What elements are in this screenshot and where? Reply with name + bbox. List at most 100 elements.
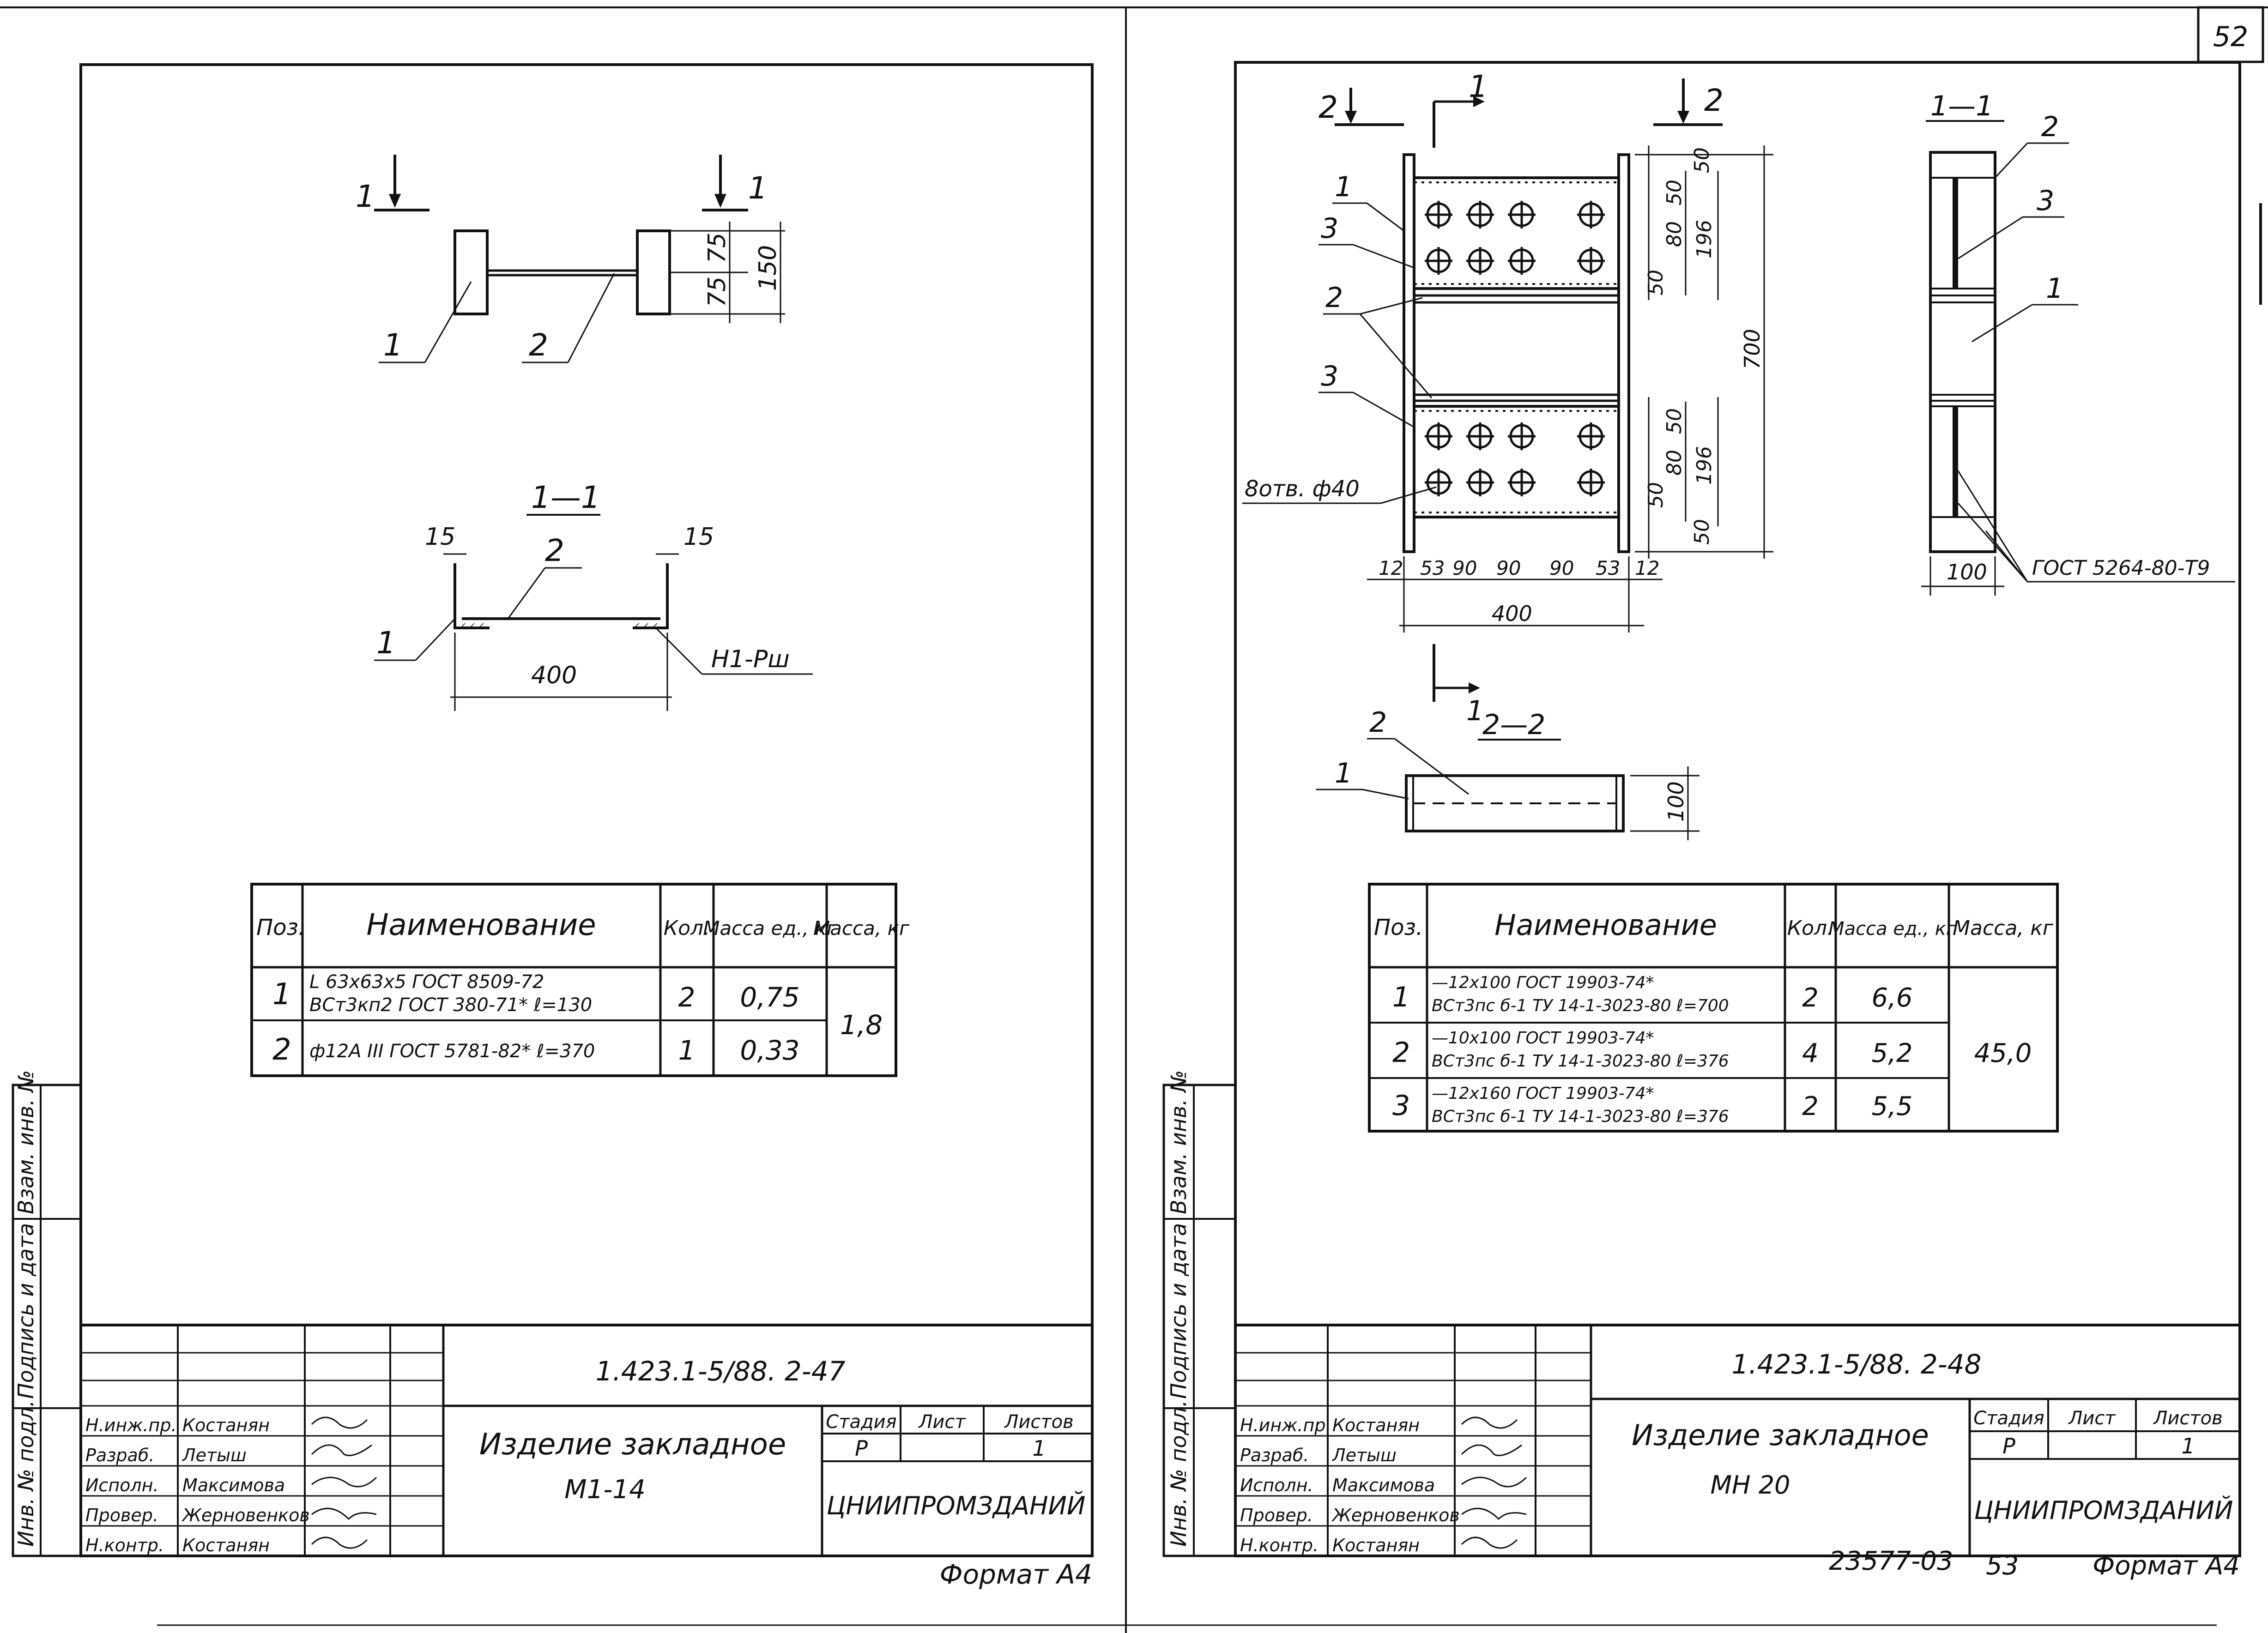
svg-text:—12х100 ГОСТ 19903-74*: —12х100 ГОСТ 19903-74* [1432, 973, 1654, 992]
spec-header-name: Наименование [366, 908, 596, 942]
plan-view: 1 1 75 75 150 1 2 [356, 155, 785, 363]
svg-text:80: 80 [1663, 450, 1686, 476]
svg-text:1—1: 1—1 [531, 480, 600, 515]
svg-text:196: 196 [1693, 446, 1716, 485]
svg-text:Исполн.: Исполн. [1240, 1475, 1313, 1495]
svg-text:2: 2 [1802, 983, 1819, 1013]
spec-table-right: Поз. Наименование Кол. Масса ед., кг Мас… [1368, 883, 2059, 1133]
svg-text:1: 1 [1032, 1436, 1046, 1461]
svg-text:0,75: 0,75 [740, 982, 799, 1013]
svg-text:90: 90 [1549, 557, 1574, 579]
title-left: Изделие закладное [479, 1428, 786, 1462]
svg-text:Костанян: Костанян [1332, 1535, 1420, 1555]
svg-text:Н.контр.: Н.контр. [1240, 1535, 1318, 1555]
elevation-view: 2 1 2 [1242, 69, 1773, 633]
svg-text:2: 2 [545, 533, 564, 568]
svg-text:ВСт3пс б-1 ТУ 14-1-3023-80 ℓ=3: ВСт3пс б-1 ТУ 14-1-3023-80 ℓ=376 [1432, 1052, 1729, 1071]
bolt-holes [1425, 201, 1605, 496]
svg-text:45,0: 45,0 [1974, 1038, 2032, 1068]
svg-text:Н.инж.пр.: Н.инж.пр. [85, 1415, 177, 1435]
svg-text:ГОСТ 5264-80-Т9: ГОСТ 5264-80-Т9 [2032, 556, 2210, 580]
svg-text:Листов: Листов [1004, 1411, 1073, 1433]
svg-text:Исполн.: Исполн. [85, 1475, 159, 1495]
svg-text:ВСт3пс б-1 ТУ 14-1-3023-80 ℓ=3: ВСт3пс б-1 ТУ 14-1-3023-80 ℓ=376 [1432, 1107, 1729, 1126]
svg-text:2: 2 [678, 982, 696, 1013]
svg-text:Разраб.: Разраб. [1240, 1445, 1309, 1465]
doc-code-left: 1.423.1-5/88. 2-47 [595, 1356, 845, 1387]
svg-text:50: 50 [1663, 180, 1686, 205]
svg-text:75: 75 [703, 277, 731, 307]
org-right: ЦНИИПРОМЗДАНИЙ [1974, 1496, 2233, 1525]
svg-text:1,8: 1,8 [840, 1009, 883, 1041]
section-1-1: 1—1 15 15 400 1 2 Н1-Рш [374, 480, 813, 711]
svg-text:50: 50 [1690, 519, 1714, 545]
title-block-left: 1.423.1-5/88. 2-47 Изделие закладное М1-… [81, 1324, 1092, 1590]
svg-text:Лист: Лист [2068, 1408, 2116, 1429]
svg-text:3: 3 [1392, 1090, 1410, 1122]
svg-text:2: 2 [1369, 706, 1387, 739]
svg-text:Н.контр.: Н.контр. [85, 1535, 164, 1555]
svg-text:6,6: 6,6 [1871, 983, 1912, 1013]
svg-text:53: 53 [1420, 557, 1445, 579]
title-right: Изделие закладное [1632, 1418, 1929, 1452]
svg-text:Кол.: Кол. [1787, 916, 1833, 940]
svg-text:1: 1 [678, 1035, 696, 1066]
svg-text:ф12А III ГОСТ 5781-82* ℓ=370: ф12А III ГОСТ 5781-82* ℓ=370 [309, 1041, 595, 1062]
svg-text:2—2: 2—2 [1482, 709, 1545, 741]
svg-text:ВСт3пс б-1 ТУ 14-1-3023-80 ℓ=7: ВСт3пс б-1 ТУ 14-1-3023-80 ℓ=700 [1432, 996, 1729, 1015]
svg-text:196: 196 [1693, 220, 1716, 259]
svg-text:100: 100 [1663, 781, 1688, 822]
svg-text:400: 400 [531, 662, 577, 689]
mark-left: М1-14 [564, 1475, 645, 1505]
svg-text:Костанян: Костанян [182, 1415, 270, 1435]
svg-text:Р: Р [2002, 1434, 2015, 1458]
svg-text:400: 400 [1492, 601, 1532, 626]
svg-text:50: 50 [1644, 482, 1668, 508]
side-label-replace: Взам. инв. № [13, 1070, 38, 1214]
svg-text:—10х100 ГОСТ 19903-74*: —10х100 ГОСТ 19903-74* [1432, 1029, 1654, 1048]
svg-text:1: 1 [2181, 1434, 2195, 1458]
svg-text:50: 50 [1690, 147, 1714, 173]
svg-text:150: 150 [754, 245, 782, 291]
svg-text:1: 1 [1335, 171, 1352, 203]
svg-text:—12х160 ГОСТ 19903-74*: —12х160 ГОСТ 19903-74* [1432, 1084, 1654, 1103]
svg-text:2: 2 [2041, 111, 2059, 143]
svg-text:2: 2 [1325, 282, 1343, 314]
mark-right: МН 20 [1710, 1470, 1790, 1500]
svg-text:Костанян: Костанян [182, 1535, 270, 1555]
svg-text:1: 1 [356, 179, 375, 214]
svg-text:Летыш: Летыш [1331, 1445, 1397, 1465]
svg-text:Масса, кг: Масса, кг [1953, 916, 2054, 940]
svg-text:2: 2 [529, 327, 548, 363]
svg-text:Жерновенков: Жерновенков [1331, 1505, 1460, 1525]
section-2-2: 1 2—2 100 2 1 [1316, 644, 1699, 840]
title-block-right: 1.423.1-5/88. 2-48 Изделие закладное МН … [1235, 1324, 2240, 1581]
spec-header-unit: Масса ед., кг [703, 917, 837, 940]
svg-text:0,33: 0,33 [740, 1035, 799, 1066]
svg-text:1: 1 [2046, 272, 2063, 305]
svg-text:L 63х63х5 ГОСТ 8509-72: L 63х63х5 ГОСТ 8509-72 [309, 971, 544, 993]
bottom-code: 23577-03 [1829, 1546, 1954, 1576]
svg-text:Листов: Листов [2153, 1408, 2222, 1429]
bottom-page: 53 [1986, 1551, 2019, 1581]
svg-text:Костанян: Костанян [1332, 1415, 1420, 1435]
svg-text:Подпись и дата: Подпись и дата [1166, 1223, 1191, 1399]
svg-text:1: 1 [272, 977, 291, 1012]
section-1-1-right: 1—1 100 2 3 1 [1921, 90, 2235, 596]
svg-text:100: 100 [1947, 560, 1987, 585]
svg-text:3: 3 [2037, 185, 2054, 217]
svg-text:Провер.: Провер. [1240, 1505, 1313, 1525]
svg-text:2: 2 [1392, 1036, 1410, 1069]
svg-text:50: 50 [1644, 270, 1668, 295]
spec-table-left: Поз. Наименование Кол. Масса ед., кг Мас… [250, 883, 910, 1077]
format-right: Формат А4 [2093, 1551, 2240, 1581]
svg-text:Максимова: Максимова [182, 1475, 285, 1495]
svg-text:2: 2 [272, 1033, 291, 1067]
side-label-sign: Подпись и дата [13, 1223, 38, 1399]
svg-text:15: 15 [683, 523, 714, 551]
svg-text:Стадия: Стадия [1973, 1408, 2044, 1429]
sheet-left: Инв. № подл. Подпись и дата Взам. инв. №… [12, 63, 1094, 1590]
spec-header-qty: Кол. [664, 916, 710, 940]
doc-code-right: 1.423.1-5/88. 2-48 [1731, 1349, 1981, 1380]
sheet-right: Инв. № подл. Подпись и дата Взам. инв. №… [1162, 61, 2262, 1581]
